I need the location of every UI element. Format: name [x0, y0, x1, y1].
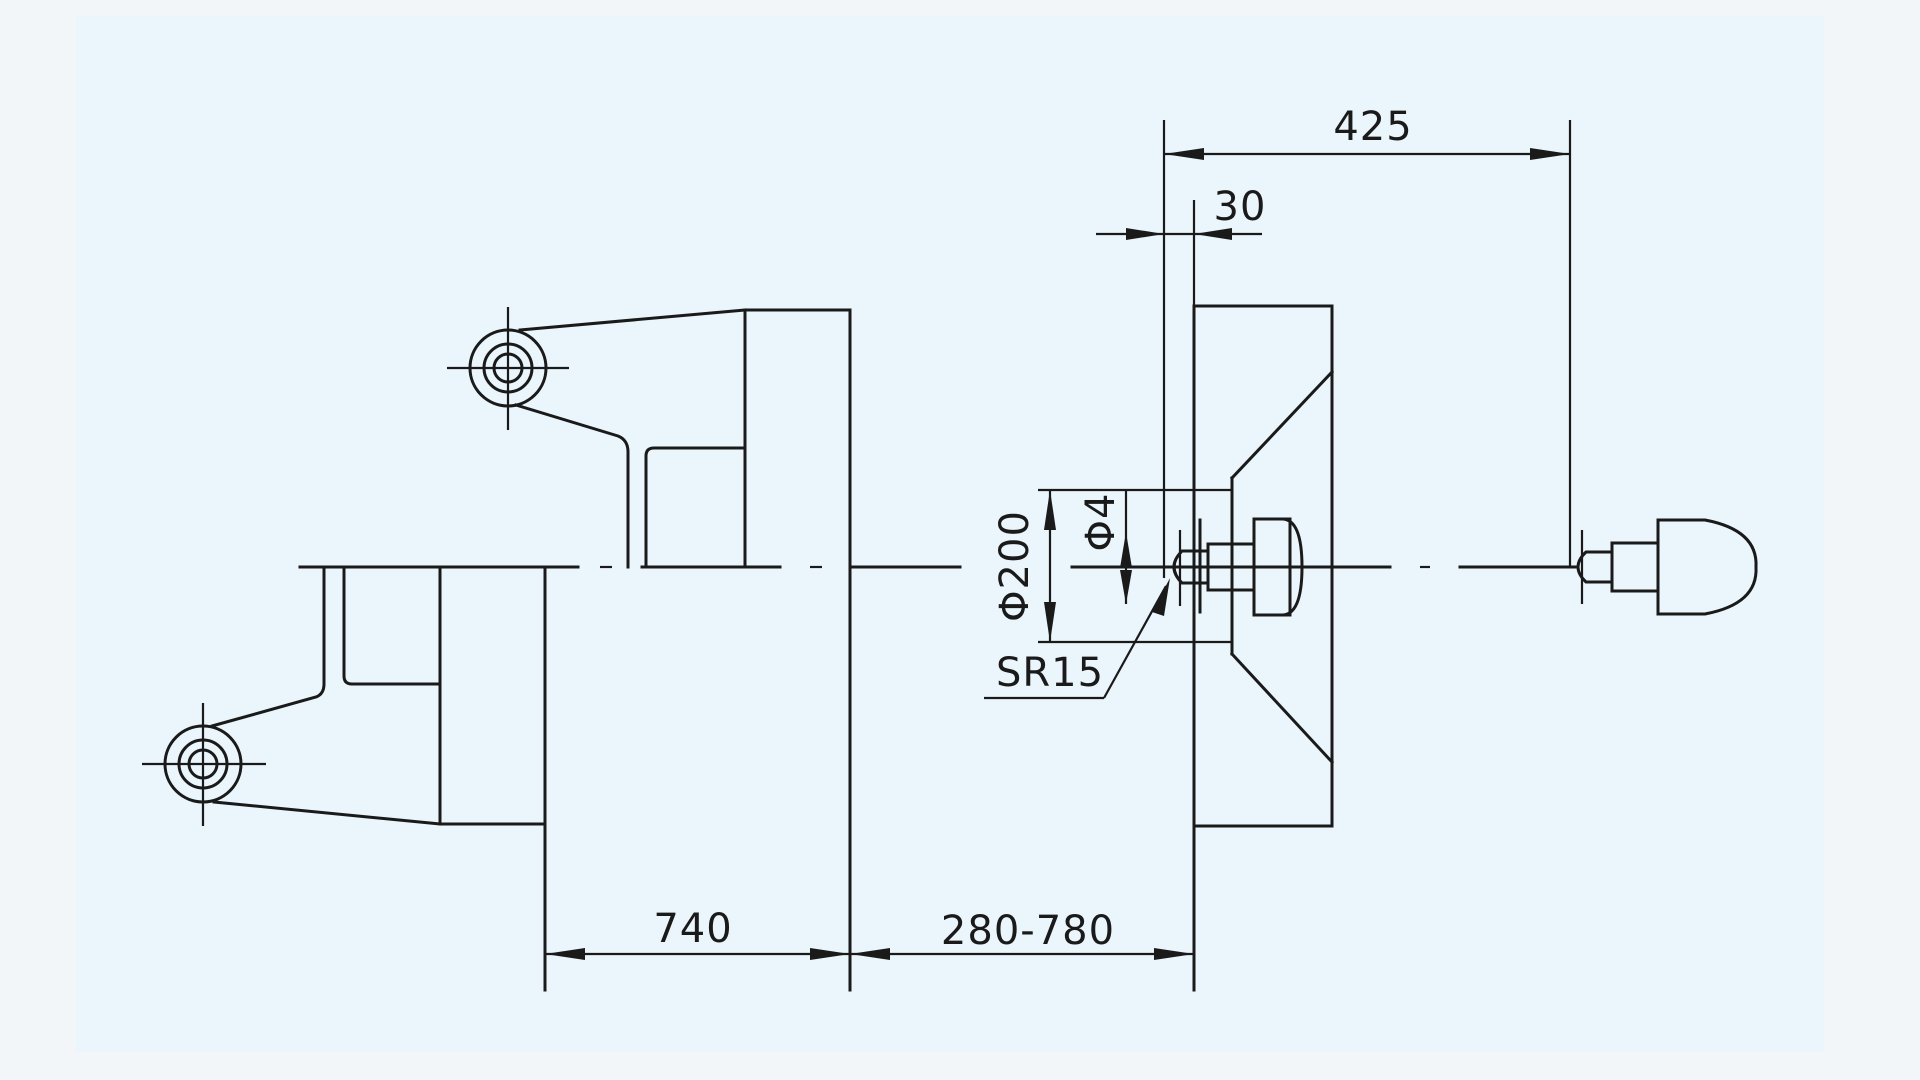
drawing-panel	[76, 16, 1824, 1052]
dim-280-780: 280-780	[850, 824, 1196, 992]
dim-label-740: 740	[653, 906, 732, 952]
dim-phi200: Φ200	[992, 490, 1056, 642]
dim-label-425: 425	[1333, 104, 1412, 150]
dim-phi4: Φ4	[1072, 490, 1160, 604]
dim-label-280-780: 280-780	[941, 908, 1115, 954]
dim-label-phi4: Φ4	[1078, 493, 1124, 552]
injection-unit	[1038, 120, 1335, 828]
right-nozzle	[1568, 120, 1758, 616]
dim-label-phi200: Φ200	[992, 510, 1038, 622]
dim-label-sr15: SR15	[996, 650, 1104, 696]
fixed-platen	[543, 308, 852, 992]
dim-30: 30	[1096, 184, 1267, 240]
dim-425: 425	[1164, 104, 1570, 160]
dim-740: 740	[545, 906, 850, 960]
upper-bracket	[447, 307, 747, 569]
dim-label-30: 30	[1214, 184, 1267, 230]
dim-sr15: SR15	[984, 578, 1170, 700]
